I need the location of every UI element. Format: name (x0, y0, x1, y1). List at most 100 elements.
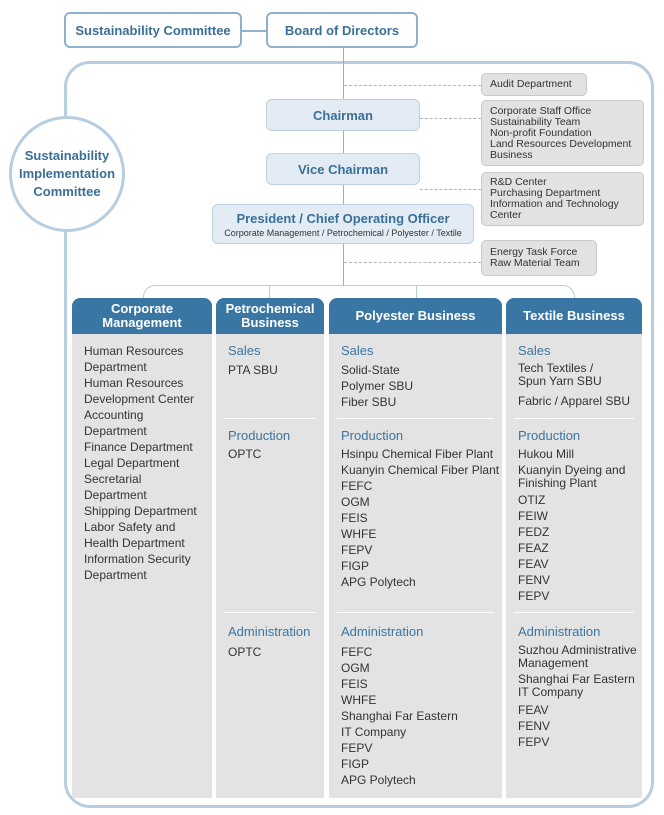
textile-admin-item: Shanghai Far Eastern (518, 672, 635, 686)
polyester-admin-item: APG Polytech (341, 773, 416, 787)
petrochemical-header: Petrochemical Business (216, 298, 324, 334)
sustainability-committee-box: Sustainability Committee (64, 12, 242, 48)
corporate-item: Human Resources (84, 376, 184, 390)
petrochemical-connector (269, 286, 270, 299)
corporate-item: Department (84, 360, 147, 374)
chairman-units-connector (420, 118, 481, 119)
petrochemical-production-item: OPTC (228, 447, 262, 461)
side-unit: Information and Technology (490, 198, 619, 210)
polyester-admin-item: FEFC (341, 645, 373, 659)
textile-admin-item: FEAV (518, 703, 549, 717)
polyester-production-item: FEIS (341, 511, 368, 525)
audit-group: Audit Department (481, 73, 587, 96)
committee-board-connector (242, 30, 268, 32)
polyester-admin-item: FEIS (341, 677, 368, 691)
vice-chairman-box: Vice Chairman (266, 153, 420, 185)
implementation-committee-line: Committee (33, 184, 101, 199)
corporate-item: Legal Department (84, 456, 180, 470)
petrochemical-sales-item: PTA SBU (228, 363, 278, 377)
polyester-title: Polyester Business (355, 308, 476, 323)
polyester-sales-item: Polymer SBU (341, 379, 414, 393)
vice-units-group: R&D Center Purchasing Department Informa… (481, 172, 644, 226)
textile-production-item: FEAV (518, 557, 549, 571)
corporate-management-column: Human Resources Department Human Resourc… (72, 334, 212, 798)
side-unit: Center (490, 209, 522, 221)
side-unit: Business (490, 148, 533, 161)
polyester-production-item: Hsinpu Chemical Fiber Plant (341, 447, 494, 461)
board-of-directors-label: Board of Directors (284, 22, 400, 38)
textile-admin-item: Management (518, 656, 589, 670)
polyester-sales-item: Solid-State (341, 363, 400, 377)
textile-admin-item: IT Company (518, 685, 584, 699)
corporate-item: Development Center (84, 392, 195, 406)
polyester-admin-item: WHFE (341, 693, 377, 707)
corporate-item: Secretarial (84, 472, 142, 486)
side-unit: Land Resources Development (490, 137, 632, 150)
side-unit: Purchasing Department (490, 187, 601, 199)
corporate-item: Health Department (84, 536, 185, 550)
sustainability-committee-label: Sustainability Committee (75, 22, 231, 38)
polyester-production-item: WHFE (341, 527, 377, 541)
corporate-item: Information Security (84, 552, 191, 566)
president-units-group: Energy Task Force Raw Material Team (481, 240, 597, 276)
textile-title: Textile Business (523, 308, 625, 323)
section-divider (224, 612, 316, 613)
side-unit: Raw Material Team (490, 257, 580, 269)
polyester-sales-list: Solid-State Polymer SBU Fiber SBU (341, 362, 413, 410)
polyester-admin-list: FEFC OGM FEIS WHFE Shanghai Far Eastern … (341, 644, 458, 788)
section-divider (514, 612, 634, 613)
petrochemical-admin-title: Administration (228, 624, 311, 639)
textile-header: Textile Business (506, 298, 642, 334)
side-unit: R&D Center (490, 176, 547, 188)
corporate-item: Department (84, 568, 147, 582)
petrochemical-sales-list: PTA SBU (228, 362, 278, 378)
president-label: President / Chief Operating Officer (236, 210, 450, 226)
petrochemical-production-title: Production (228, 428, 291, 443)
implementation-committee-circle: Sustainability Implementation Committee (9, 116, 125, 232)
petrochemical-admin-list: OPTC (228, 644, 261, 660)
textile-admin-title: Administration (518, 624, 601, 639)
polyester-production-item: FEPV (341, 543, 373, 557)
president-units-connector (344, 262, 481, 263)
textile-admin-item: FENV (518, 719, 551, 733)
polyester-production-title: Production (341, 428, 404, 443)
section-divider (337, 612, 494, 613)
chairman-label: Chairman (313, 107, 373, 123)
section-divider (514, 418, 634, 419)
side-unit: Non-profit Foundation (490, 126, 592, 139)
board-of-directors-box: Board of Directors (266, 12, 418, 48)
polyester-production-item: FIGP (341, 559, 370, 573)
textile-production-item: Hukou Mill (518, 447, 575, 461)
corporate-item: Labor Safety and (84, 520, 176, 534)
textile-admin-item: FEPV (518, 735, 550, 749)
chairman-units-group: Corporate Staff Office Sustainability Te… (481, 100, 644, 166)
polyester-connector (416, 286, 417, 299)
corporate-item: Accounting (84, 408, 144, 422)
polyester-sales-item: Fiber SBU (341, 395, 397, 409)
polyester-admin-item: OGM (341, 661, 370, 675)
implementation-committee-line: Implementation (18, 166, 116, 181)
corporate-item: Human Resources (84, 344, 184, 358)
corporate-management-header: Corporate Management (72, 298, 212, 334)
petrochemical-column: Sales PTA SBU Production OPTC Administra… (216, 334, 324, 798)
textile-production-item: OTIZ (518, 493, 546, 507)
petrochemical-title-line: Petrochemical (225, 301, 315, 316)
president-box: President / Chief Operating Officer Corp… (212, 204, 474, 244)
textile-admin-item: Suzhou Administrative (518, 643, 637, 657)
polyester-admin-title: Administration (341, 624, 424, 639)
textile-production-title: Production (518, 428, 581, 443)
textile-sales-item: Fabric / Apparel SBU (518, 394, 631, 408)
petrochemical-production-list: OPTC (228, 446, 261, 462)
textile-production-item: FEPV (518, 589, 550, 603)
implementation-committee-line: Sustainability (24, 148, 110, 163)
corporate-item: Finance Department (84, 440, 193, 454)
corporate-list: Human Resources Department Human Resourc… (84, 343, 197, 583)
petrochemical-title-line: Business (241, 315, 299, 330)
petrochemical-sales-title: Sales (228, 343, 261, 358)
textile-sales-title: Sales (518, 343, 551, 358)
columns-arch (143, 285, 575, 299)
polyester-admin-item: FIGP (341, 757, 370, 771)
vice-units-connector (420, 189, 481, 190)
polyester-sales-title: Sales (341, 343, 374, 358)
textile-column: Sales Tech Textiles / Spun Yarn SBU Fabr… (506, 334, 642, 798)
